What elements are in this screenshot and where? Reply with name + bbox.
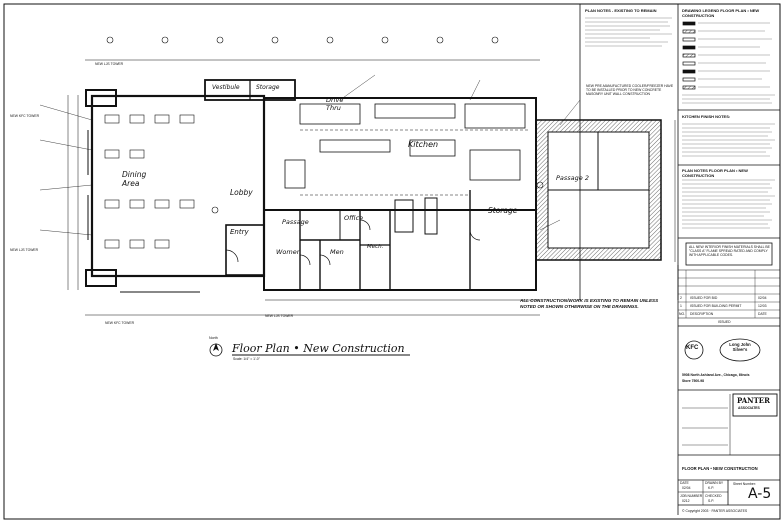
project-store: Store 7500-98 — [682, 379, 705, 383]
copyright: © Copyright 2003 · PANTER ASSOCIATES — [682, 509, 748, 513]
sheet-title: FLOOR PLAN • NEW CONSTRUCTION — [682, 466, 758, 471]
room-kitchen: Kitchen — [408, 140, 439, 149]
note-text-lines — [585, 17, 775, 229]
room-storage-top: Storage — [256, 84, 280, 91]
note-cooler-freezer: NEW PRE-MANUFACTURED COOLER/FREEZER HAVE… — [586, 84, 674, 97]
revision-no-1: 1 — [680, 304, 682, 308]
room-passage: Passage — [282, 218, 309, 226]
revision-date-2: 02/04 — [758, 296, 767, 300]
revision-no-2: 2 — [680, 296, 682, 300]
drawn-value: K.P. — [708, 486, 714, 490]
sheet-number-label: Sheet Number: — [733, 482, 756, 486]
room-storage: Storage — [488, 206, 518, 215]
date-label: DATE — [680, 481, 689, 485]
plan-scale: Scale: 1/4" = 1'-0" — [233, 357, 260, 361]
room-dining: Dining Area — [122, 170, 147, 188]
room-passage-2: Passage 2 — [556, 174, 589, 182]
callout-ljs-tower-bottom: NEW LJS TOWER — [10, 248, 39, 252]
job-value: 0212 — [682, 499, 690, 503]
revision-desc-2: ISSUED FOR BID — [690, 296, 718, 300]
firm-name-top: PANTER — [737, 396, 770, 405]
room-vestibule: Vestibule — [212, 84, 240, 91]
callout-ljs-tower: NEW LJS TOWER — [265, 314, 294, 318]
revision-date-1: 12/03 — [758, 304, 767, 308]
note-all-construction: ALL CONSTRUCTION/WORK IS EXISTING TO REM… — [520, 298, 659, 310]
room-mech: Mech. — [367, 244, 384, 250]
room-office: Office — [344, 214, 364, 222]
callout-kfc-tower-top: NEW KFC TOWER — [10, 114, 40, 118]
checked-label: CHECKED — [705, 494, 722, 498]
note-interior-finish: ALL NEW INTERIOR FINISH MATERIALS SHALL … — [689, 245, 770, 258]
room-lobby: Lobby — [230, 188, 253, 197]
job-label: JOB NUMBER — [680, 494, 703, 498]
sheet-border — [3, 3, 781, 520]
revision-col-description: DESCRIPTION — [690, 312, 714, 316]
revision-col-date: DATE — [758, 312, 767, 316]
sheet-number: A-5 — [748, 486, 772, 502]
checked-value: S.P. — [708, 499, 714, 503]
north-label: North — [209, 336, 218, 340]
heading-existing-notes: PLAN NOTES - EXISTING TO REMAIN — [585, 8, 657, 13]
kfc-tower-top — [85, 89, 117, 107]
kfc-tower-bottom — [85, 269, 117, 287]
plan-title: Floor Plan • New Construction — [232, 342, 405, 355]
room-entry: Entry — [230, 228, 249, 236]
floor-plan — [39, 36, 676, 316]
logo-kfc: KFC — [686, 345, 699, 351]
callout-kfc-tower-bottom: NEW KFC TOWER — [105, 321, 135, 325]
callout-ljs-tower-top: NEW LJS TOWER — [95, 62, 124, 66]
room-men: Men — [330, 248, 344, 256]
north-arrow — [209, 343, 223, 357]
wall-kitchen — [263, 97, 537, 211]
date-value: 02/04 — [682, 486, 691, 490]
heading-drawing-legend: DRAWING LEGEND FLOOR PLAN • NEW CONSTRUC… — [682, 8, 760, 18]
logo-long-john-silvers: Long John Silver's — [729, 342, 751, 352]
room-drive-thru: Drive Thru — [326, 96, 344, 112]
revision-desc-1: ISSUED FOR BUILDING PERMIT — [690, 304, 742, 308]
heading-kitchen-finish: KITCHEN FINISH NOTES: — [682, 114, 731, 119]
firm-name-bottom: ASSOCIATES — [738, 406, 760, 410]
heading-new-plan-notes: PLAN NOTES FLOOR PLAN • NEW CONSTRUCTION — [682, 168, 748, 178]
notes-column — [579, 4, 780, 300]
revision-issued: ISSUED — [718, 320, 731, 324]
drawn-label: DRAWN BY — [705, 481, 724, 485]
revision-col-no: NO. — [679, 312, 686, 316]
room-women: Women — [276, 248, 301, 256]
project-address: 5908 North Ashland Ave., Chicago, Illino… — [682, 373, 750, 377]
title-block — [677, 265, 780, 515]
